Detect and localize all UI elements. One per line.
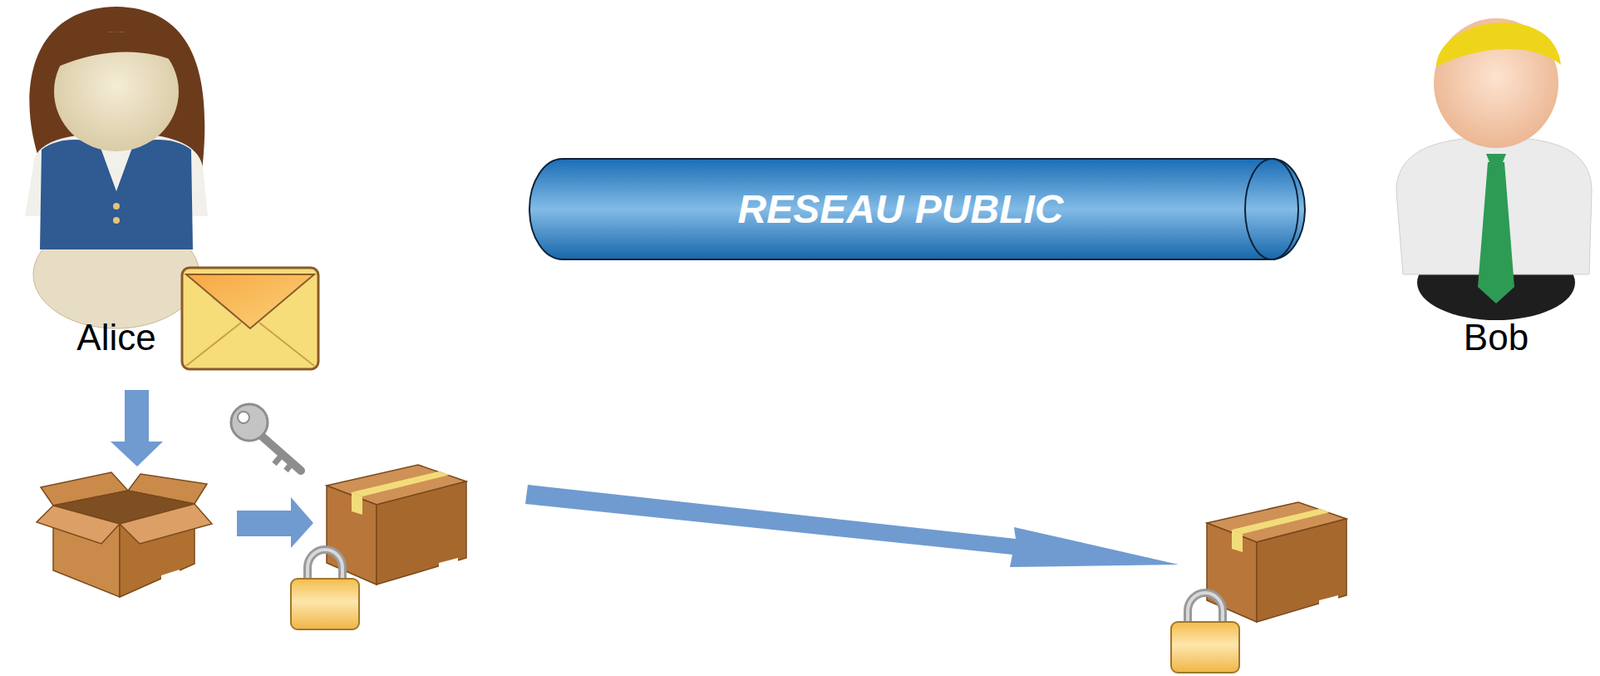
bob-figure <box>1396 18 1592 320</box>
flow-arrow <box>236 497 314 548</box>
person-name: Bob <box>1463 315 1529 360</box>
network-pipe: RESEAU PUBLIC <box>528 157 1306 261</box>
person-node: Bob <box>1412 8 1580 360</box>
hair <box>1436 22 1561 67</box>
padlock <box>290 549 360 630</box>
padlock <box>1171 592 1240 673</box>
closed-box <box>326 464 467 585</box>
head <box>54 31 179 152</box>
flow-arrow <box>110 389 163 467</box>
key <box>231 403 301 471</box>
open-box <box>36 472 212 597</box>
pipe-end <box>1245 158 1299 260</box>
pipe-label: RESEAU PUBLIC <box>528 157 1306 261</box>
vest <box>39 139 193 250</box>
alice-figure <box>24 6 208 329</box>
transfer-arrow <box>525 484 1179 567</box>
person-node: Alice <box>33 8 200 360</box>
tie <box>1477 162 1515 304</box>
closed-box <box>1206 502 1347 622</box>
envelope <box>182 267 319 370</box>
person-name: Alice <box>76 315 156 360</box>
